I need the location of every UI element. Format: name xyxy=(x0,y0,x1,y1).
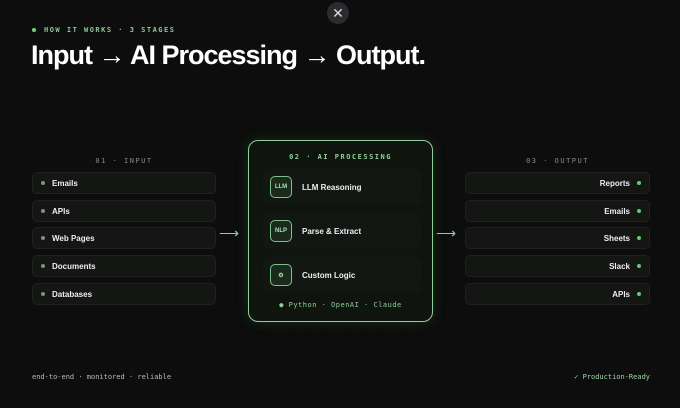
output-item: Sheets xyxy=(465,227,650,249)
input-item: Databases xyxy=(32,283,216,305)
arrow-right-icon: ⟶ xyxy=(436,225,457,241)
eyebrow-text: HOW IT WORKS · 3 STAGES xyxy=(44,26,176,34)
status-dot-icon xyxy=(637,264,641,268)
output-item: Emails xyxy=(465,200,650,222)
item-label: Custom Logic xyxy=(302,270,356,280)
llm-badge: LLM xyxy=(270,176,292,198)
footer-tagline: end-to-end · monitored · reliable xyxy=(32,373,172,381)
input-item: Emails xyxy=(32,172,216,194)
item-label: Emails xyxy=(52,178,78,188)
status-dot-icon xyxy=(637,181,641,185)
close-button[interactable]: ✕ xyxy=(327,2,349,24)
arrow-right-icon: ⟶ xyxy=(219,225,240,241)
input-item: Documents xyxy=(32,255,216,277)
gear-icon: ⚙ xyxy=(270,264,292,286)
status-dot-icon xyxy=(637,209,641,213)
item-label: Web Pages xyxy=(52,233,95,243)
status-dot-icon xyxy=(637,236,641,240)
input-label: 01 · INPUT xyxy=(95,157,153,165)
item-label: Reports xyxy=(599,178,630,188)
output-item: APIs xyxy=(465,283,650,305)
output-item: Slack xyxy=(465,255,650,277)
tech-stack: ● Python · OpenAI · Claude xyxy=(279,301,402,309)
processing-label: 02 · AI PROCESSING xyxy=(289,153,392,161)
status-dot-icon xyxy=(637,292,641,296)
item-label: Emails xyxy=(604,206,630,216)
bullet-icon xyxy=(41,209,45,213)
bullet-icon xyxy=(41,292,45,296)
nlp-badge: NLP xyxy=(270,220,292,242)
dot-icon xyxy=(32,28,36,32)
item-label: LLM Reasoning xyxy=(302,182,362,192)
ai-processing-panel: 02 · AI PROCESSING LLM LLM Reasoning NLP P… xyxy=(248,140,433,322)
item-label: Parse & Extract xyxy=(302,226,362,236)
input-item: Web Pages xyxy=(32,227,216,249)
bullet-icon xyxy=(41,181,45,185)
processing-item: LLM LLM Reasoning xyxy=(263,169,421,205)
page-title: Input → AI Processing → Output. xyxy=(31,40,426,70)
bullet-icon xyxy=(41,264,45,268)
item-label: Sheets xyxy=(603,233,630,243)
item-label: Documents xyxy=(52,261,96,271)
item-label: Slack xyxy=(609,261,630,271)
output-label: 03 · OUTPUT xyxy=(526,157,589,165)
processing-item: ⚙ Custom Logic xyxy=(263,257,421,293)
item-label: APIs xyxy=(612,289,630,299)
output-item: Reports xyxy=(465,172,650,194)
eyebrow: HOW IT WORKS · 3 STAGES xyxy=(32,26,175,34)
input-item: APIs xyxy=(32,200,216,222)
item-label: Databases xyxy=(52,289,93,299)
item-label: APIs xyxy=(52,206,70,216)
processing-item: NLP Parse & Extract xyxy=(263,213,421,249)
production-ready-badge: ✓ Production-Ready xyxy=(574,373,650,381)
bullet-icon xyxy=(41,236,45,240)
